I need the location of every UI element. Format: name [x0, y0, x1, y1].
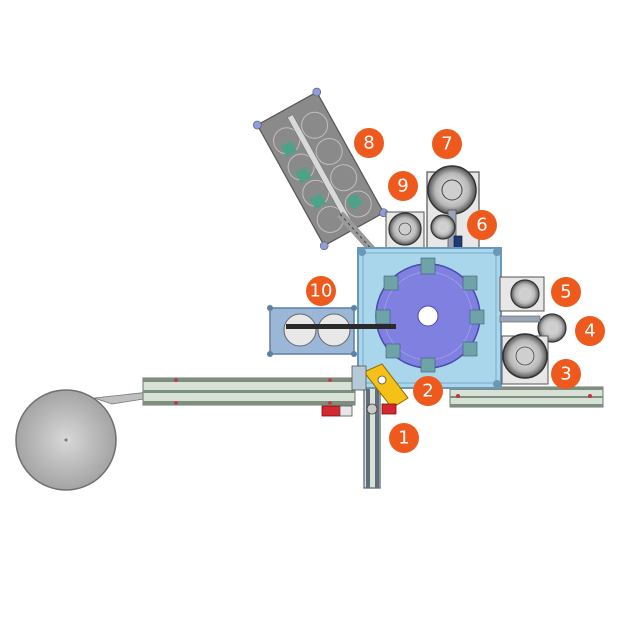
marker-8: 8	[354, 128, 384, 158]
marker-1-label: 1	[398, 428, 409, 449]
station-8-magazine	[252, 87, 388, 251]
station-markers: 1 2 3 4 5 6 7 8	[306, 128, 605, 453]
station-2-transfer	[351, 363, 409, 409]
marker-4: 4	[575, 316, 605, 346]
station-4-feeder	[499, 313, 567, 343]
marker-6: 6	[467, 210, 497, 240]
conveyor-left	[142, 377, 356, 406]
marker-3-label: 3	[560, 364, 571, 385]
station-9-feeder	[385, 211, 425, 253]
station-7-feeder-bowl	[426, 165, 480, 255]
marker-7: 7	[432, 129, 462, 159]
station-10-feeder	[267, 305, 396, 357]
marker-1: 1	[389, 423, 419, 453]
rotary-dial	[375, 257, 485, 373]
station-1-red-actuators	[321, 403, 397, 417]
marker-9: 9	[388, 171, 418, 201]
marker-3: 3	[551, 359, 581, 389]
marker-5: 5	[551, 277, 581, 307]
marker-5-label: 5	[560, 282, 571, 303]
hopper-disc	[15, 389, 151, 491]
station-3-feeder	[501, 333, 549, 385]
marker-2-label: 2	[422, 381, 433, 402]
marker-8-label: 8	[363, 133, 374, 154]
marker-4-label: 4	[584, 321, 595, 342]
marker-10: 10	[306, 276, 336, 306]
marker-2: 2	[413, 376, 443, 406]
station-6-feeder	[430, 214, 463, 251]
marker-9-label: 9	[397, 176, 408, 197]
station-5-feeder	[499, 276, 545, 312]
marker-7-label: 7	[441, 134, 452, 155]
conveyor-right	[449, 386, 604, 408]
marker-10-label: 10	[310, 281, 333, 302]
marker-6-label: 6	[476, 215, 487, 236]
